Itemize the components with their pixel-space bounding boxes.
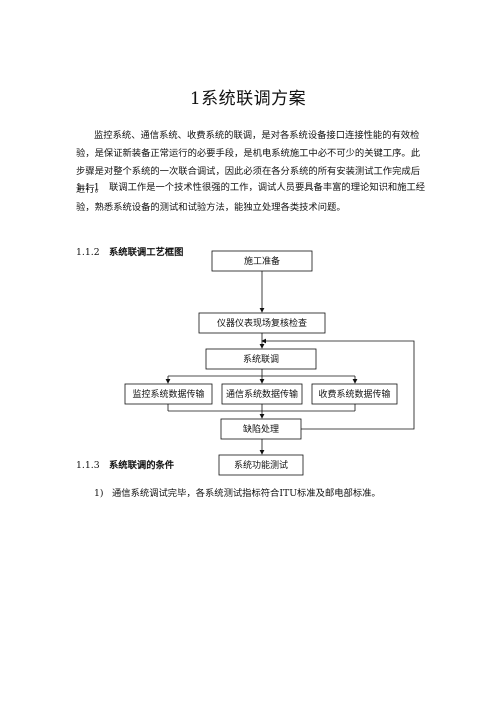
intro-paragraph: 监控系统、通信系统、收费系统的联调，是对各系统设备接口连接性能的有效检验，是保证…: [76, 130, 420, 195]
section-number: 1.1.3: [76, 460, 100, 471]
flow-label-inspect: 仪器仪表现场复核检查: [217, 317, 307, 329]
page-title: 1系统联调方案: [189, 89, 307, 109]
flow-label-joint-debug: 系统联调: [243, 353, 279, 365]
flow-label-comm: 通信系统数据传输: [226, 388, 298, 400]
section-1-1-2: 1.1.2 系统联调工艺框图: [76, 243, 428, 263]
flow-label-monitor: 监控系统数据传输: [132, 388, 204, 400]
section-number: 1.1.2: [76, 247, 100, 258]
flow-box-monitor: [124, 383, 213, 405]
flow-box-function-test: [218, 454, 304, 476]
list-item: 1) 通信系统调试完毕，各系统测试指标符合ITU标准及邮电部标准。: [94, 484, 434, 504]
flow-label-toll: 收费系统数据传输: [318, 388, 390, 400]
section-heading: 系统联调的条件: [109, 460, 175, 471]
list-text: 通信系统调试完毕，各系统测试指标符合ITU标准及邮电部标准。: [112, 488, 381, 499]
section-heading: 系统联调工艺框图: [109, 247, 184, 258]
list-number: 1): [94, 488, 104, 499]
flow-feedback-loop: [261, 338, 415, 430]
section-number: 1.1.1: [76, 182, 100, 193]
flow-label-function-test: 系统功能测试: [234, 459, 288, 471]
flow-box-toll: [311, 383, 398, 405]
flow-box-joint-debug: [205, 348, 317, 370]
section-text: 联调工作是一个技术性很强的工作，调试人员要具备丰富的理论知识和施工经验，熟悉系统…: [76, 182, 426, 213]
flow-label-defect: 缺陷处理: [243, 423, 279, 435]
flow-label-prepare: 施工准备: [244, 255, 280, 267]
section-1-1-3: 1.1.3 系统联调的条件: [76, 456, 428, 476]
